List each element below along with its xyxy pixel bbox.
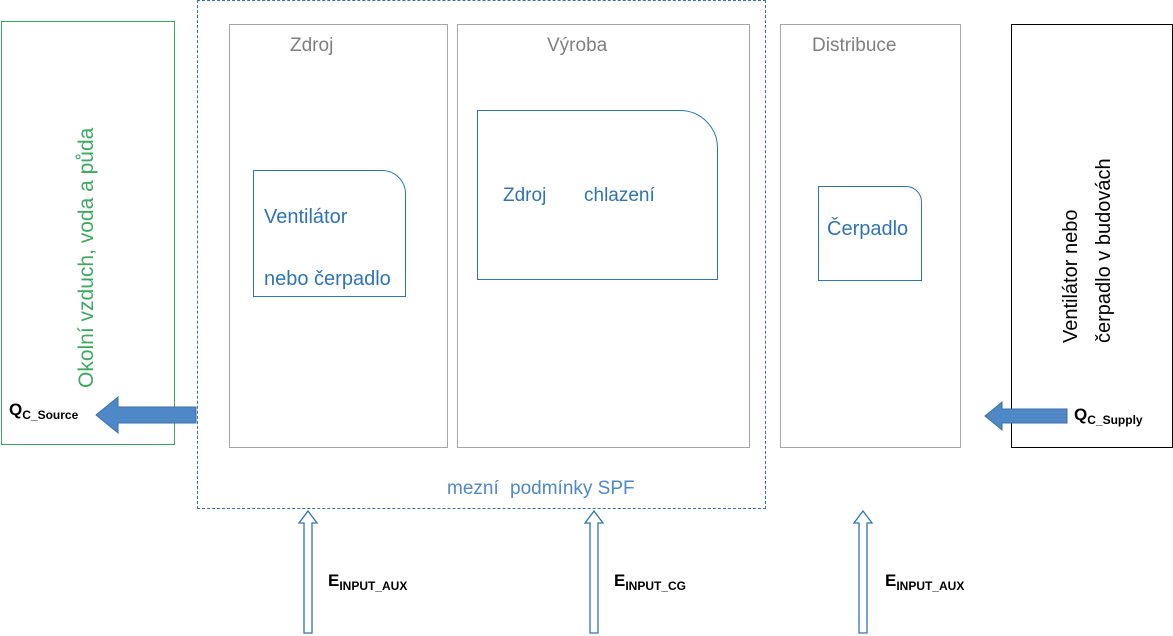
input-aux-2-main: E	[885, 571, 897, 590]
distribution-box	[818, 186, 922, 281]
input-label-cg: EINPUT_CG	[614, 571, 686, 593]
column-distribuce	[780, 24, 961, 448]
spf-label-part2: podmínky SPF	[510, 478, 635, 499]
building-box	[1011, 24, 1173, 448]
building-label-line2: čerpadlo v budovách	[1093, 158, 1115, 343]
source-device-box	[253, 170, 406, 297]
column-zdroj	[229, 24, 448, 448]
environment-label: Okolní vzduch, voda a půda	[75, 127, 98, 388]
spf-label-part1: mezní	[447, 478, 499, 499]
q-source-sub: C_Source	[22, 408, 79, 422]
input-arrow-aux-1	[297, 509, 319, 634]
column-distribuce-title: Distribuce	[812, 35, 897, 56]
q-source-label: QC_Source	[9, 400, 78, 422]
input-cg-sub: INPUT_CG	[625, 579, 687, 593]
q-source-arrow	[95, 395, 197, 435]
q-supply-main: Q	[1074, 405, 1088, 424]
input-aux-2-sub: INPUT_AUX	[896, 579, 965, 593]
building-label-line1: Ventilátor nebo	[1060, 209, 1082, 343]
production-box	[477, 110, 718, 280]
column-vyroba-title: Výroba	[547, 35, 608, 56]
q-supply-arrow	[984, 400, 1068, 432]
q-supply-label: QC_Supply	[1074, 405, 1143, 427]
input-label-aux-2: EINPUT_AUX	[885, 571, 964, 593]
spf-boundary	[197, 0, 766, 509]
spf-boundary-label: mezní podmínky SPF	[447, 478, 635, 500]
input-label-aux-1: EINPUT_AUX	[328, 571, 407, 593]
q-supply-sub: C_Supply	[1087, 413, 1143, 427]
production-word2: chlazení	[584, 185, 655, 206]
column-vyroba	[457, 24, 750, 448]
distribution-label: Čerpadlo	[827, 218, 909, 240]
q-source-main: Q	[9, 400, 23, 419]
source-device-line2: nebo čerpadlo	[264, 268, 391, 290]
input-arrow-aux-2	[852, 509, 874, 634]
input-aux-1-sub: INPUT_AUX	[339, 579, 408, 593]
environment-box	[1, 21, 175, 445]
source-device-line1: Ventilátor	[264, 206, 348, 228]
production-word1: Zdroj	[503, 185, 547, 206]
input-aux-1-main: E	[328, 571, 340, 590]
input-arrow-cg	[583, 509, 605, 634]
column-zdroj-title: Zdroj	[290, 35, 334, 56]
input-cg-main: E	[614, 571, 626, 590]
